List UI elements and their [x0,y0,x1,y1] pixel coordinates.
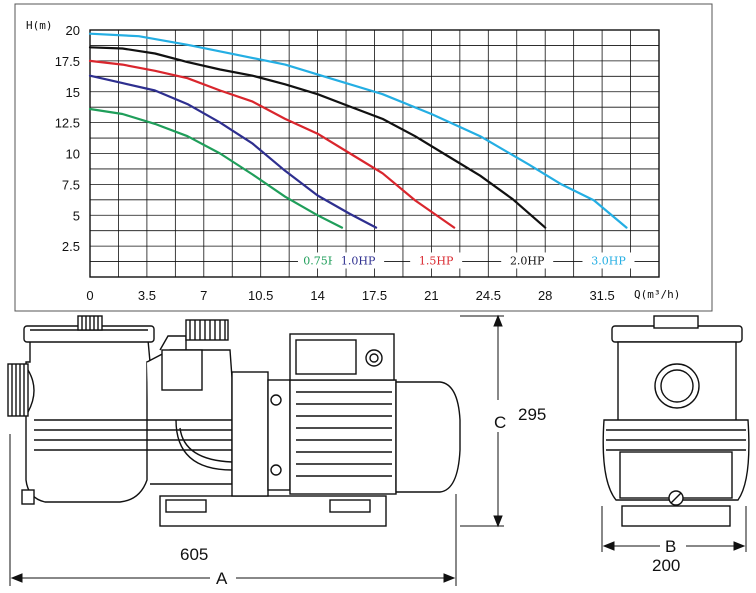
y-tick-label: 20 [66,23,80,38]
series-label-bg [501,252,554,269]
x-tick-label: 24.5 [476,288,501,303]
x-tick-label: 28 [538,288,552,303]
dimension-c-label: C [494,413,506,432]
dimension-b-value: 200 [652,556,680,575]
axis-ticks: 0 3.5 7 10.5 14 17.5 21 24.5 28 31.5 2.5 5 7.5 10 12.5… [55,23,615,303]
y-tick-label: 7.5 [62,177,80,192]
series-label: 1.0HP [341,254,376,267]
y-tick-label: 5 [73,208,80,223]
x-axis-label: Q(m³/h) [634,288,680,301]
x-tick-label: 31.5 [589,288,614,303]
chart-grid [89,29,660,278]
series-line [88,46,547,229]
x-tick-label: 14 [310,288,324,303]
series-label: 1.5HP [419,254,454,267]
x-tick-label: 17.5 [362,288,387,303]
series-label-bg [582,252,635,269]
series-label: 3.0HP [591,254,626,267]
series-line [88,107,344,229]
x-tick-label: 10.5 [248,288,273,303]
y-tick-label: 17.5 [55,54,80,69]
dimension-c-value: 295 [518,405,546,424]
series-line [88,59,456,229]
series-label-bg [332,252,385,269]
series-line [88,74,378,229]
dimension-lines [9,314,747,586]
series-label: 2.0HP [510,254,545,267]
y-tick-label: 12.5 [55,116,80,131]
chart-series [88,32,628,229]
pump-side-view [7,315,461,527]
x-tick-label: 7 [200,288,207,303]
y-tick-label: 10 [66,147,80,162]
dimension-b-label: B [665,537,676,556]
x-tick-label: 21 [424,288,438,303]
pump-front-view [602,315,750,527]
series-line [88,32,628,229]
dimension-a-value: 605 [180,545,208,564]
series-label-bg [410,252,463,269]
y-tick-label: 15 [66,85,80,100]
dimension-a-label: A [216,569,228,588]
y-tick-label: 2.5 [62,239,80,254]
y-axis-label: H(m) [26,19,53,32]
x-tick-label: 3.5 [138,288,156,303]
x-tick-label: 0 [86,288,93,303]
